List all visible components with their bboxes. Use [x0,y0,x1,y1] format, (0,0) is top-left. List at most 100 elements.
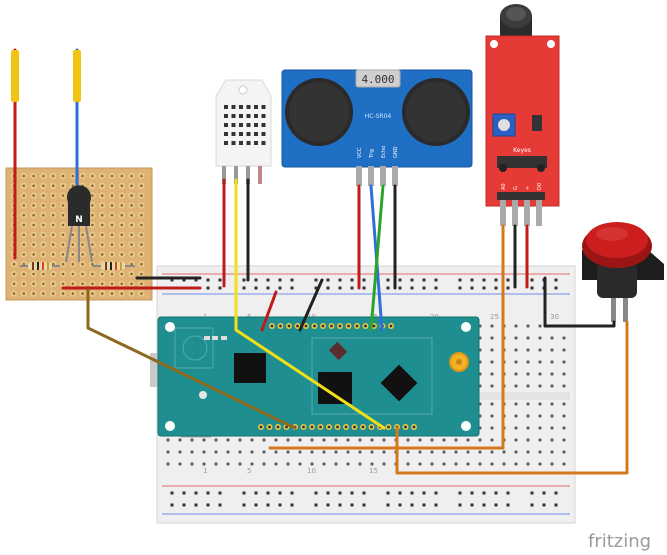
bb-hole [430,462,434,466]
perf-hole [91,243,94,246]
perf-hole [140,194,143,197]
bb-hole [538,360,542,364]
rail-hole [290,503,294,507]
wire-green-sr04 [369,184,385,332]
perf-hole [32,282,35,286]
rail-hole [422,491,426,495]
perf-hole [100,184,104,188]
perf-hole [42,184,45,188]
rail-hole [530,278,534,282]
perf-hole [42,204,45,207]
perf-hole [32,204,35,207]
rail-hole [182,503,186,507]
rail-hole [182,491,186,495]
bb-hole [526,348,530,352]
bb-hole [502,462,506,466]
bb-hole [478,336,482,340]
rail-hole [242,491,246,495]
rail-hole [218,278,222,282]
perf-hole [110,184,114,188]
bb-hole [454,450,458,454]
perf-hole [91,282,94,286]
perf-hole [51,233,55,237]
rail-hole [254,491,258,495]
bb-hole [334,438,338,442]
rail-hole [218,503,222,507]
bb-hole [322,450,326,454]
perf-hole [91,292,94,295]
perf-hole [51,213,55,217]
bb-num-bottom: 5 [247,467,251,475]
perf-hole [91,174,94,178]
bb-hole [454,462,458,466]
rail-hole [278,286,282,290]
bb-hole [514,384,518,388]
bb-hole [430,438,434,442]
perf-hole [100,253,104,256]
rail-hole [470,491,474,495]
rail-hole [326,286,330,290]
perf-hole [81,253,84,256]
header-hole [304,324,308,328]
perf-hole [51,292,55,295]
bb-hole [190,438,194,442]
rail-hole [410,491,414,495]
bb-hole [298,462,302,466]
perf-hole [91,213,94,217]
header-hole [389,324,393,328]
perf-hole [51,174,55,178]
perf-hole [32,253,35,256]
perf-hole [130,262,133,266]
bb-hole [442,462,446,466]
perf-hole [120,282,124,286]
bb-hole [478,426,482,430]
bb-hole [310,462,314,466]
perf-hole [32,184,35,188]
rail-hole [218,286,222,290]
bb-hole [382,438,386,442]
flame-pin-g: G [513,186,519,190]
bb-hole [538,372,542,376]
perf-hole [110,194,114,197]
perf-hole [81,262,84,266]
bb-hole [238,462,242,466]
perf-hole [120,233,124,237]
perf-hole [71,262,75,266]
dht-vent [246,141,251,145]
perf-hole [22,243,26,246]
dht-vent [254,141,258,145]
perf-hole [12,262,16,266]
bb-hole [406,462,410,466]
bb-hole [562,438,566,442]
rail-hole [326,278,330,282]
perf-hole [81,282,84,286]
rail-hole [494,278,498,282]
perf-hole [12,292,16,295]
header-hole [404,425,407,429]
rail-hole [194,503,198,507]
dht-vent [231,141,236,145]
header-hole [361,425,365,429]
rail-hole [482,503,486,507]
rail-hole [206,491,210,495]
perf-hole [140,233,143,237]
dht-vent [231,114,236,118]
bb-hole [358,450,362,454]
bb-hole [550,360,554,364]
dht-sensor [215,79,272,184]
perf-hole [81,243,84,246]
bb-hole [562,372,566,376]
rail-hole [314,286,318,290]
perf-hole [100,282,104,286]
bb-hole [466,462,470,466]
perf-hole [100,204,104,207]
perf-hole [42,292,45,295]
bb-hole [550,462,554,466]
bb-hole [478,360,482,364]
bb-hole [478,438,482,442]
bb-hole [562,414,566,418]
rail-hole [182,278,186,282]
bb-hole [526,462,530,466]
perf-hole [42,174,45,178]
wire-brown [86,288,297,430]
